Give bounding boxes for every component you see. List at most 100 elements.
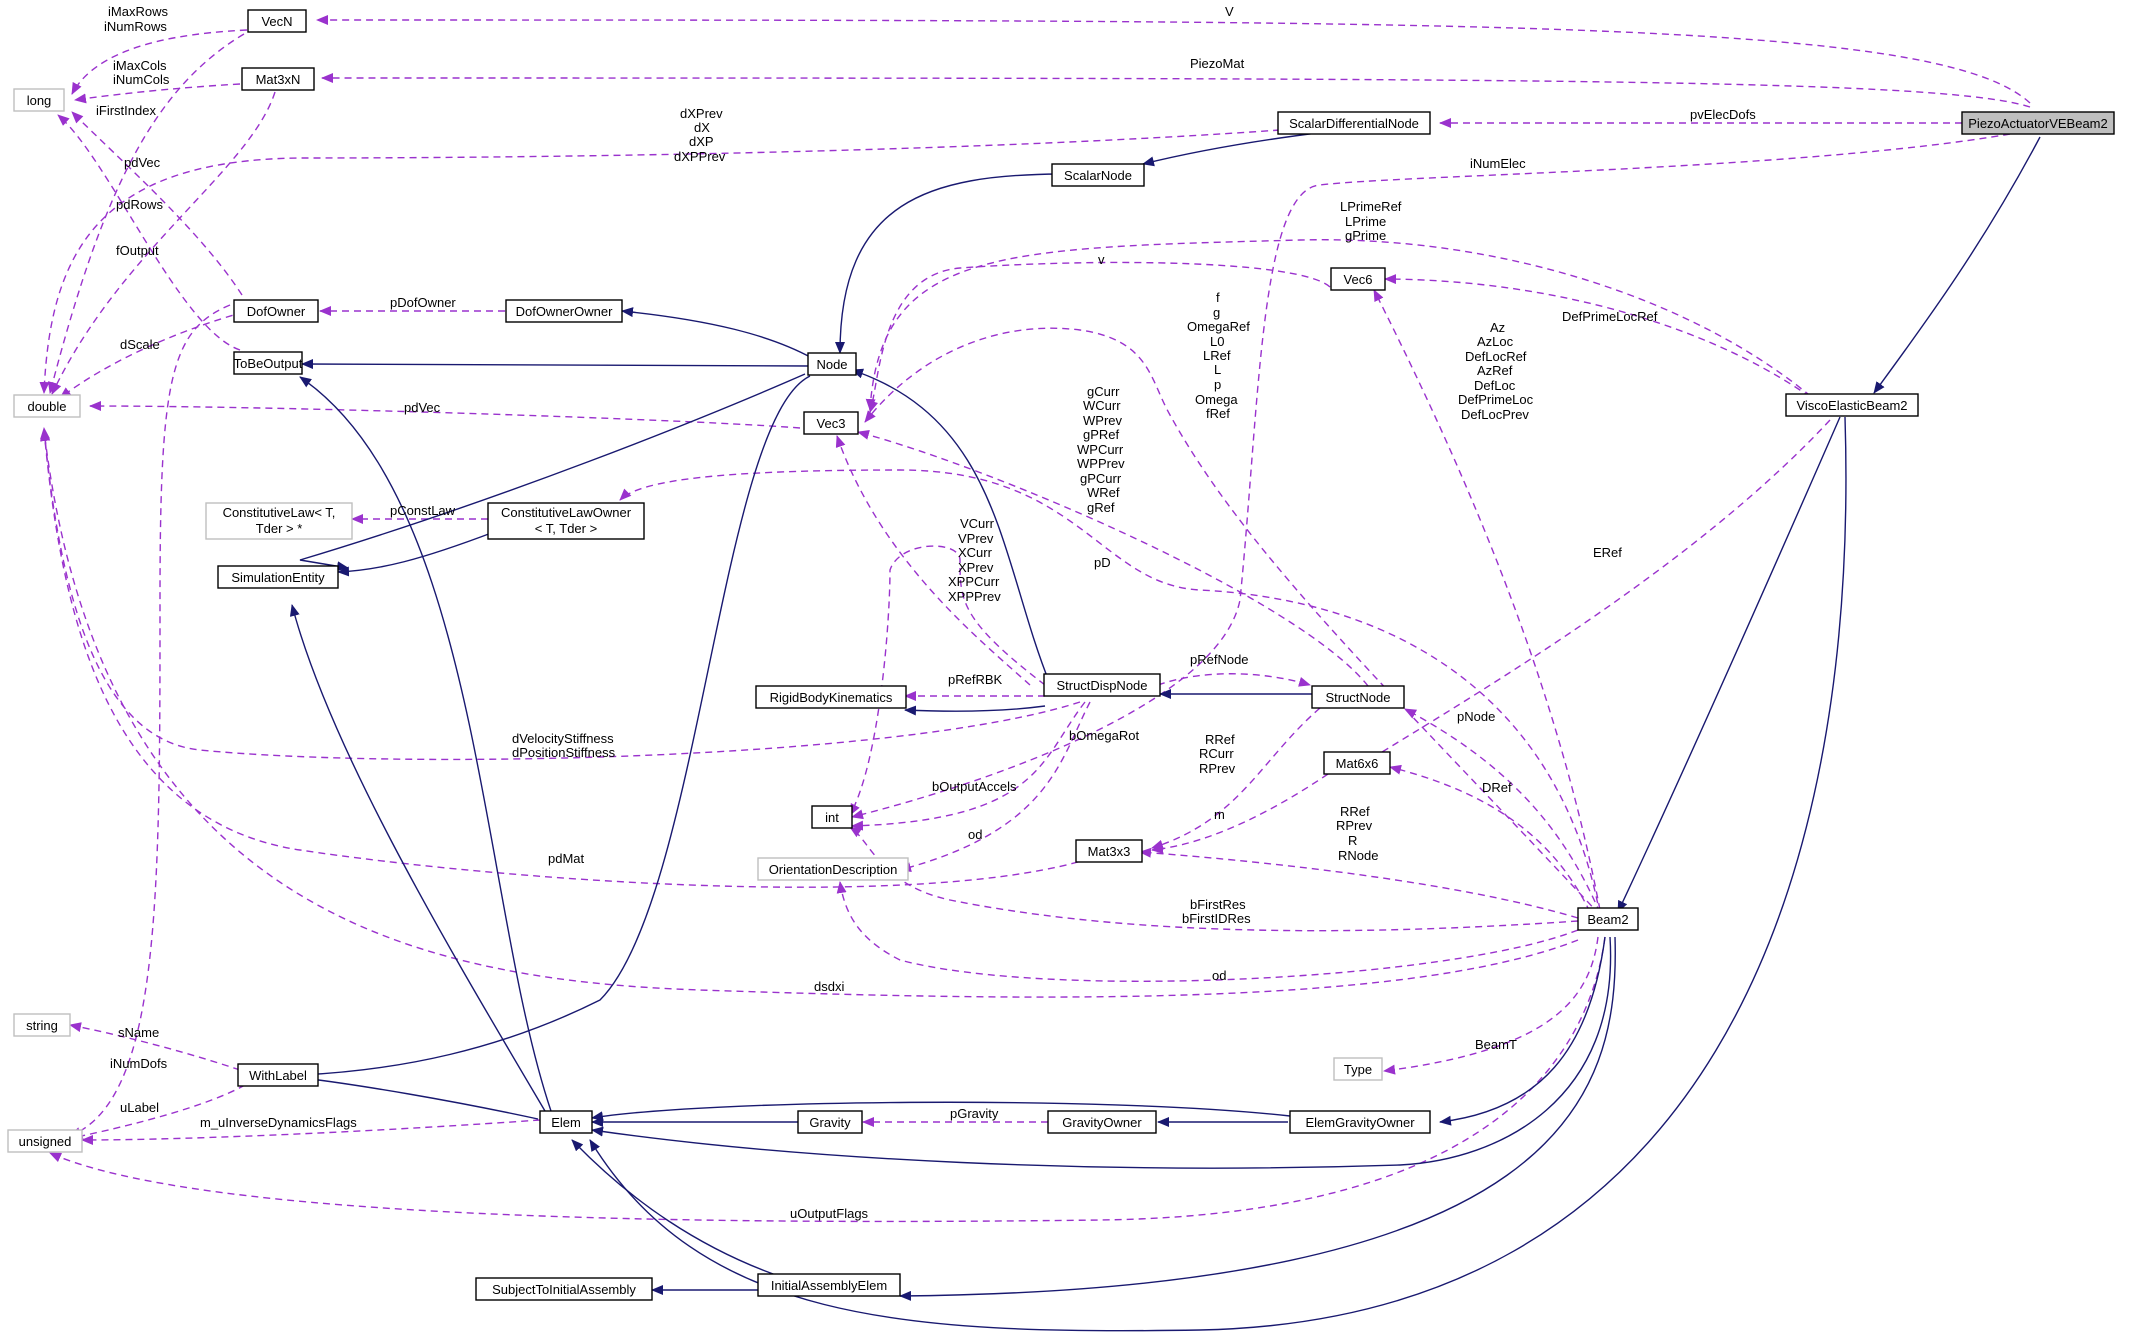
svg-text:double: double <box>27 399 66 414</box>
lbl-bFirstIDRes: bFirstIDRes <box>1182 911 1251 926</box>
node-DofOwnerOwner[interactable]: DofOwnerOwner <box>505 299 623 323</box>
lbl-V: V <box>1225 4 1234 19</box>
svg-text:WithLabel: WithLabel <box>249 1068 307 1083</box>
svg-text:Elem: Elem <box>551 1115 581 1130</box>
svg-text:int: int <box>825 810 839 825</box>
node-StructDispNode[interactable]: StructDispNode <box>1043 673 1161 697</box>
svg-text:long: long <box>27 93 52 108</box>
node-SubjectToInitialAssembly[interactable]: SubjectToInitialAssembly <box>475 1277 653 1301</box>
lbl-RRef-b: RRef <box>1340 804 1370 819</box>
edge-pD <box>619 469 1601 916</box>
node-Beam2[interactable]: Beam2 <box>1577 907 1639 931</box>
node-double[interactable]: double <box>13 394 81 418</box>
inh-ViscoElasticBeam2-Beam2 <box>1617 416 1841 913</box>
node-GravityOwner[interactable]: GravityOwner <box>1047 1110 1157 1134</box>
node-ConstitutiveLawOwner[interactable]: ConstitutiveLawOwner < T, Tder > <box>487 502 645 540</box>
node-StructNode[interactable]: StructNode <box>1311 685 1405 709</box>
node-ElemGravityOwner[interactable]: ElemGravityOwner <box>1289 1110 1431 1134</box>
node-Mat3xN[interactable]: Mat3xN <box>241 67 315 91</box>
lbl-DefLocPrev: DefLocPrev <box>1461 407 1529 422</box>
lbl-iFirstIndex: iFirstIndex <box>96 103 156 118</box>
lbl-gPCurr: gPCurr <box>1080 471 1122 486</box>
inh-Beam2-Elem <box>591 936 1612 1169</box>
node-ConstitutiveLaw[interactable]: ConstitutiveLaw< T, Tder > * <box>205 502 353 540</box>
node-Type[interactable]: Type <box>1333 1057 1383 1081</box>
edge-dScale <box>59 311 245 399</box>
lbl-od-a: od <box>968 827 982 842</box>
inh-Beam2-InitialAssemblyElem <box>899 936 1616 1301</box>
lbl-VCurr: VCurr <box>960 516 995 531</box>
edge-fOutput <box>57 114 241 351</box>
node-ToBeOutput[interactable]: ToBeOutput <box>233 351 303 375</box>
edge-m <box>1151 773 1329 854</box>
lbl-pdMat: pdMat <box>548 851 585 866</box>
lbl-pdVec-top: pdVec <box>124 155 161 170</box>
node-Elem[interactable]: Elem <box>539 1110 593 1134</box>
lbl-WPCurr: WPCurr <box>1077 442 1124 457</box>
lbl-v-lower: v <box>1098 252 1105 267</box>
svg-text:SubjectToInitialAssembly: SubjectToInitialAssembly <box>492 1282 636 1297</box>
node-ViscoElasticBeam2[interactable]: ViscoElasticBeam2 <box>1785 393 1919 417</box>
lbl-pdVec-mid: pdVec <box>404 400 441 415</box>
inh-PiezoActuatorVEBeam2-ViscoElasticBeam2 <box>1873 136 2041 394</box>
node-Vec6[interactable]: Vec6 <box>1330 267 1386 291</box>
svg-text:ScalarNode: ScalarNode <box>1064 168 1132 183</box>
inh-ScalarNode-Node <box>835 173 1061 354</box>
edge-DefPrimeLocRef <box>1384 274 1821 405</box>
lbl-RPrev-b: RPrev <box>1336 818 1373 833</box>
svg-text:Type: Type <box>1344 1062 1372 1077</box>
node-Gravity[interactable]: Gravity <box>797 1110 863 1134</box>
lbl-dScale: dScale <box>120 337 160 352</box>
lbl-AzLoc: AzLoc <box>1477 334 1514 349</box>
svg-text:DofOwnerOwner: DofOwnerOwner <box>516 304 613 319</box>
node-ScalarNode[interactable]: ScalarNode <box>1051 163 1145 187</box>
lbl-dPositionStiffness: dPositionStiffness <box>512 745 616 760</box>
edge-RRef-b <box>1139 847 1579 919</box>
node-Node[interactable]: Node <box>807 352 857 376</box>
node-OrientationDescription[interactable]: OrientationDescription <box>757 857 909 881</box>
node-SimulationEntity[interactable]: SimulationEntity <box>217 565 339 589</box>
edge-pRefNode <box>1157 673 1311 687</box>
node-WithLabel[interactable]: WithLabel <box>237 1063 319 1087</box>
lbl-bOutputAccels: bOutputAccels <box>932 779 1017 794</box>
inh-ElemGravityOwner-Elem <box>591 1101 1291 1122</box>
node-ScalarDifferentialNode[interactable]: ScalarDifferentialNode <box>1277 111 1431 135</box>
node-long[interactable]: long <box>13 88 65 112</box>
edge-pNode <box>1404 708 1601 914</box>
svg-text:ViscoElasticBeam2: ViscoElasticBeam2 <box>1796 398 1907 413</box>
lbl-XCurr: XCurr <box>958 545 993 560</box>
node-int[interactable]: int <box>811 805 853 829</box>
edge-ERef <box>1363 419 1831 764</box>
svg-text:SimulationEntity: SimulationEntity <box>231 570 325 585</box>
node-string[interactable]: string <box>13 1013 71 1037</box>
node-unsigned[interactable]: unsigned <box>7 1129 83 1153</box>
lbl-bOmegaRot: bOmegaRot <box>1069 728 1139 743</box>
node-DofOwner[interactable]: DofOwner <box>233 299 319 323</box>
lbl-gRef: gRef <box>1087 500 1115 515</box>
lbl-fRef: fRef <box>1206 406 1230 421</box>
lbl-dXPrev: dXPrev <box>680 106 723 121</box>
lbl-dXP: dXP <box>689 134 714 149</box>
svg-text:Tder > *: Tder > * <box>256 521 303 536</box>
node-RigidBodyKinematics[interactable]: RigidBodyKinematics <box>755 685 907 709</box>
edge-BeamT <box>1383 936 1599 1075</box>
svg-text:ConstitutiveLaw< T,: ConstitutiveLaw< T, <box>223 505 336 520</box>
edge-dVelocityStiffness <box>40 427 1081 761</box>
lbl-m: m <box>1214 807 1225 822</box>
node-VecN[interactable]: VecN <box>247 9 307 33</box>
node-Mat3x3[interactable]: Mat3x3 <box>1075 839 1143 863</box>
node-Vec3[interactable]: Vec3 <box>803 411 859 435</box>
inh-Node-DofOwnerOwner <box>621 307 813 359</box>
svg-text:Mat6x6: Mat6x6 <box>1336 756 1379 771</box>
lbl-AzRef: AzRef <box>1477 363 1513 378</box>
lbl-gCurr: gCurr <box>1087 384 1120 399</box>
edge-labels: V PiezoMat pvElecDofs iNumElec iMaxRows … <box>96 4 1756 1221</box>
node-InitialAssemblyElem[interactable]: InitialAssemblyElem <box>757 1273 901 1297</box>
lbl-DefLocRef: DefLocRef <box>1465 349 1527 364</box>
node-PiezoActuatorVEBeam2[interactable]: PiezoActuatorVEBeam2 <box>1961 111 2115 135</box>
svg-text:string: string <box>26 1018 58 1033</box>
node-Mat6x6[interactable]: Mat6x6 <box>1323 751 1391 775</box>
lbl-RRef-a: RRef <box>1205 732 1235 747</box>
inh-ScalarDifferentialNode-ScalarNode <box>1142 131 1326 167</box>
edge-iFirstIndex <box>71 111 243 296</box>
